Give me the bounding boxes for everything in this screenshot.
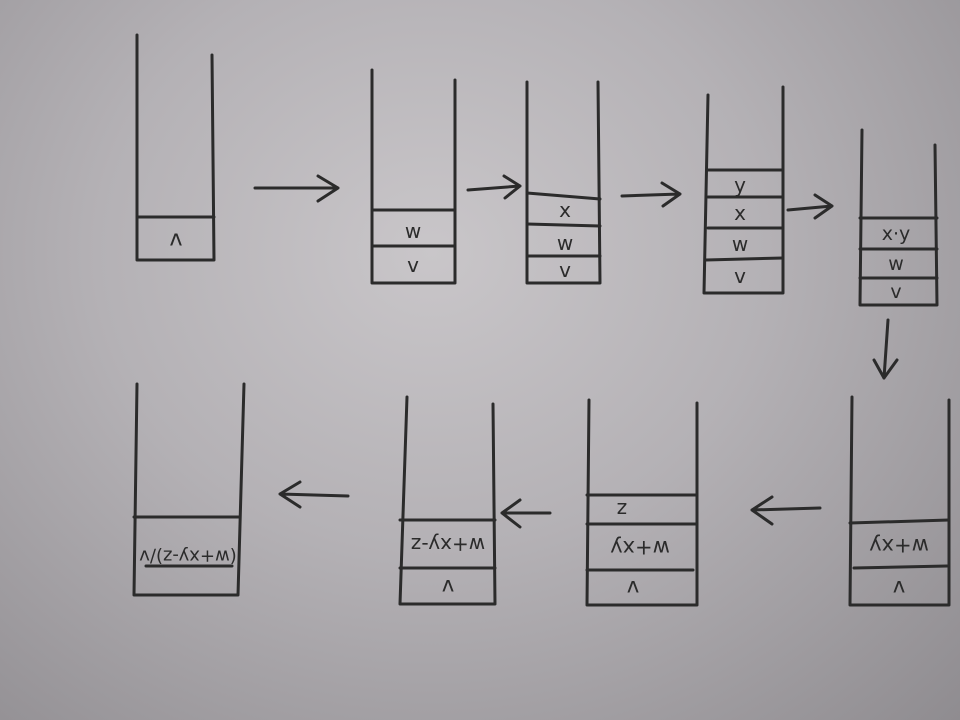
stack-5-divider [858,216,939,280]
stack-6-outline [848,395,951,607]
stack-8-cell-1: w+xy-z [411,533,485,557]
stack-3-cell-2: w [557,231,573,255]
stack-9-cell-1: (w+xy-z)/v [139,546,237,567]
stack-8-outline [398,395,497,606]
stack-6 [848,395,951,607]
arrow-6-to-7 [750,495,822,526]
stack-5-cell-2: w [888,253,904,275]
arrow-3-to-4 [620,181,682,208]
stack-7 [585,398,699,607]
stack-7-divider [585,493,699,572]
stack-4-cell-2: x [734,201,746,225]
stack-7-outline [585,398,699,607]
stack-7-cell-1: z [617,498,628,522]
stack-2-cell-1: w [405,219,421,243]
stack-4-outline [702,85,785,295]
stack-4-cell-3: w [732,232,748,256]
stack-7-cell-3: v [627,576,639,600]
stack-5-cell-1: x·y [882,223,911,245]
stack-1-outline [135,33,216,262]
stack-1 [135,33,216,262]
arrow-4-to-5 [786,193,834,220]
arrow-1-to-2 [253,174,340,203]
stack-2-outline [370,68,457,285]
stack-3-cell-3: v [559,258,571,282]
stack-3-cell-1: x [559,198,571,222]
stack-6-cell-2: v [893,576,905,600]
arrow-8-to-9 [278,480,350,509]
stack-4-cell-1: y [734,173,746,197]
stack-9 [132,382,246,597]
stack-9-outline [132,382,246,597]
stack-5 [858,128,939,307]
stack-2-divider [370,208,457,248]
stack-4 [702,85,785,295]
stack-7-cell-2: w+xy [610,536,670,560]
stack-3-outline [525,80,602,285]
stack-4-divider [704,168,785,262]
stack-6-divider [848,518,951,570]
stack-1-cell-1: v [169,228,182,253]
stack-2 [370,68,457,285]
arrow-2-to-3 [466,174,522,200]
stack-6-cell-1: w+xy [869,534,929,558]
stack-3-divider [525,191,602,258]
stack-8-cell-2: v [442,575,454,599]
stack-4-cell-4: v [734,264,746,288]
arrow-7-to-8 [500,498,552,529]
stack-3 [525,80,602,285]
stack-8-divider [398,518,497,570]
arrow-5-to-6 [872,318,899,380]
stack-5-cell-3: v [890,281,901,303]
stack-8 [398,395,497,606]
stack-2-cell-2: v [407,253,419,277]
